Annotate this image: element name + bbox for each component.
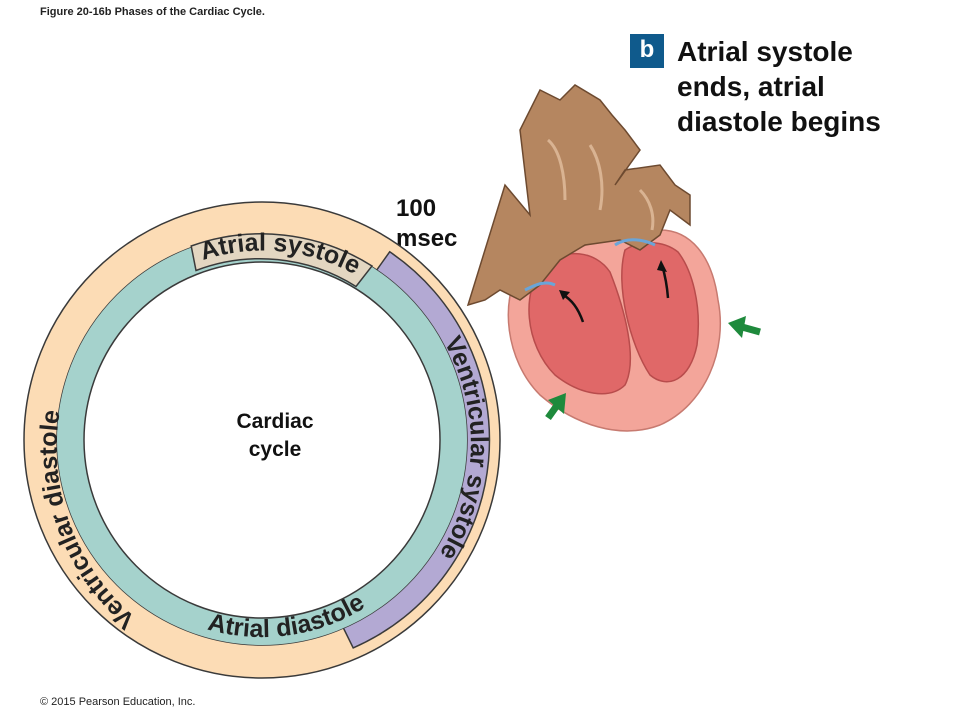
inner-ring-border <box>83 261 441 619</box>
outer-ring-border <box>23 201 501 679</box>
panel-badge: b <box>630 34 664 68</box>
valves <box>524 238 656 292</box>
black-curved-arrow-icon <box>559 290 585 323</box>
black-curved-arrow-icon <box>657 260 670 299</box>
cardiac-cycle-center-label: Cardiac cycle <box>236 410 314 461</box>
time-marker-label: 100 msec <box>396 195 458 252</box>
left-ventricle <box>528 253 632 395</box>
phase-title: Atrial systole ends, atrial diastole beg… <box>677 36 881 137</box>
atrial-systole-segment <box>190 233 374 288</box>
green-arrow-icon <box>545 393 566 421</box>
atria-highlights <box>546 138 655 231</box>
right-ventricle <box>621 242 700 383</box>
copyright-notice: © 2015 Pearson Education, Inc. <box>40 696 196 708</box>
atria-and-vessels <box>466 84 691 307</box>
figure-caption: Figure 20-16b Phases of the Cardiac Cycl… <box>40 6 265 18</box>
green-arrow-icon <box>728 316 761 338</box>
heart-illustration <box>466 84 761 432</box>
